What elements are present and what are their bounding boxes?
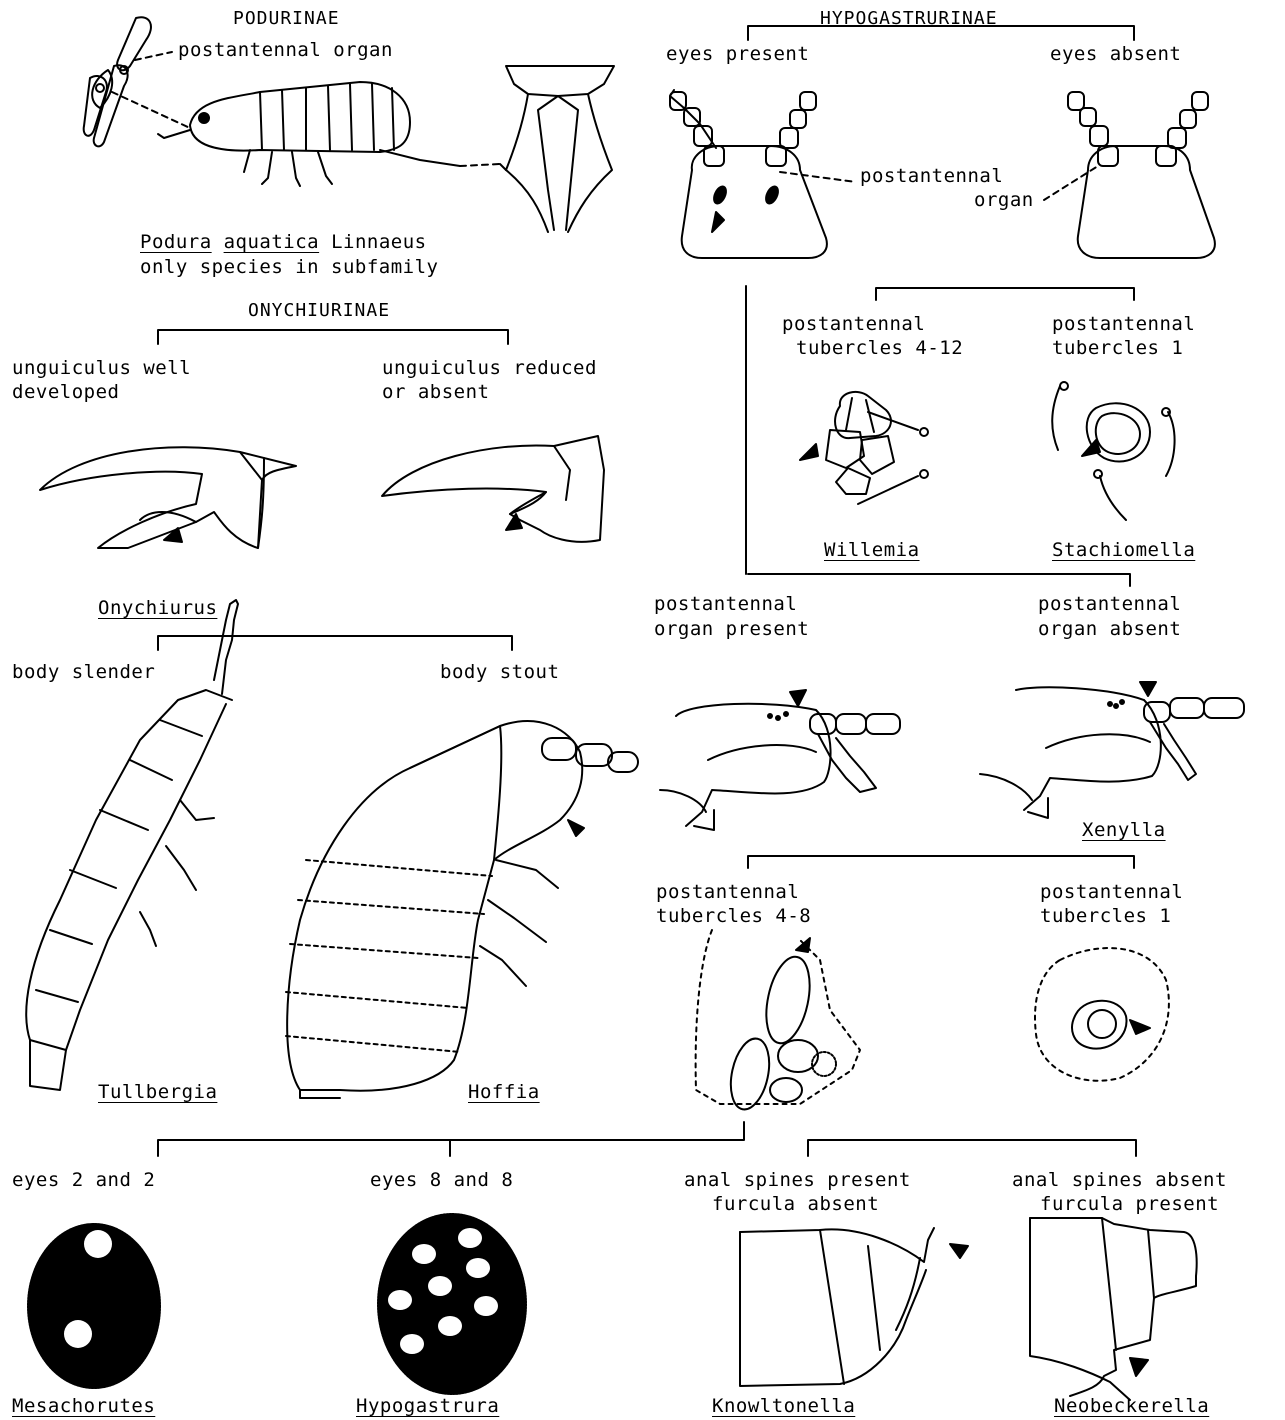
- organ-absent-line1: postantennal: [1038, 592, 1181, 617]
- neobeckerella-abdomen: [1030, 1218, 1197, 1400]
- postantennal-pointer: [1044, 166, 1098, 200]
- tubercles-bracket: [876, 288, 1134, 300]
- eyes-2-label: eyes 2 and 2: [12, 1168, 155, 1193]
- podura-furcula: [500, 66, 614, 232]
- knowltonella-abdomen: [740, 1228, 968, 1386]
- onychiurinae-heading: ONYCHIURINAE: [248, 298, 390, 323]
- head-postantennal-organ-absent: [980, 682, 1244, 818]
- tubercles-4-8-line2: tubercles 4-8: [656, 904, 811, 929]
- hoffia-body: [286, 721, 638, 1098]
- podura-pointer-line: [135, 52, 172, 60]
- podura-pointer-line: [112, 92, 190, 128]
- anal-spines-absent-line1: anal spines absent: [1012, 1168, 1227, 1193]
- unguiculus-well-line2: developed: [12, 380, 119, 405]
- organ-label: organ: [974, 188, 1034, 213]
- anal-spines-present-line1: anal spines present: [684, 1168, 911, 1193]
- species-epithet: aquatica: [224, 231, 320, 253]
- unguiculus-reduced-claw: [382, 436, 604, 542]
- hypogastrurinae-heading: HYPOGASTRURINAE: [820, 6, 998, 31]
- organ-absent-line2: organ absent: [1038, 617, 1181, 642]
- postantennal-pointer: [780, 172, 856, 182]
- tubercles-4-8-bracket: [748, 856, 1134, 868]
- podura-pointer-line: [460, 164, 500, 166]
- genus-name: Podura: [140, 231, 212, 253]
- tullbergia-genus: Tullbergia: [98, 1080, 217, 1105]
- eye-patch-2-and-2: [28, 1224, 160, 1388]
- eyes-8-label: eyes 8 and 8: [370, 1168, 513, 1193]
- unguiculus-well-line1: unguiculus well: [12, 356, 191, 381]
- xenylla-genus: Xenylla: [1082, 818, 1166, 843]
- eyes-bracket: [158, 1122, 744, 1156]
- willemia-genus: Willemia: [824, 538, 920, 563]
- organ-present-line1: postantennal: [654, 592, 797, 617]
- tubercles-1b-line1: postantennal: [1040, 880, 1183, 905]
- tubercles-1-line1: postantennal: [1052, 312, 1195, 337]
- knowltonella-genus: Knowltonella: [712, 1394, 855, 1419]
- onychiurinae-bracket: [158, 330, 508, 344]
- head-eyes-absent: [1068, 92, 1215, 258]
- postantennal-organ-label: postantennal organ: [178, 38, 393, 63]
- stachiomella-genus: Stachiomella: [1052, 538, 1195, 563]
- unguiculus-reduced-line2: or absent: [382, 380, 489, 405]
- podurinae-heading: PODURINAE: [233, 6, 340, 31]
- podura-body: [158, 82, 460, 186]
- tubercles-4-8-line1: postantennal: [656, 880, 799, 905]
- eyes-present-label: eyes present: [666, 42, 809, 67]
- postantennal-label: postantennal: [860, 164, 1003, 189]
- subfamily-note: only species in subfamily: [140, 255, 438, 280]
- podura-species-name: Podura aquatica Linnaeus: [140, 230, 427, 255]
- tubercles-4-8: [696, 930, 860, 1113]
- anal-spines-bracket: [808, 1140, 1136, 1156]
- tubercles-1b-line2: tubercles 1: [1040, 904, 1171, 929]
- head-postantennal-organ-present: [660, 690, 900, 830]
- hypogastrura-genus: Hypogastrura: [356, 1394, 499, 1419]
- organ-present-line2: organ present: [654, 617, 809, 642]
- eyes-absent-label: eyes absent: [1050, 42, 1181, 67]
- neobeckerella-genus: Neobeckerella: [1054, 1394, 1209, 1419]
- species-author: Linnaeus: [331, 231, 427, 253]
- unguiculus-well-developed-claw: [40, 447, 296, 548]
- mesachorutes-genus: Mesachorutes: [12, 1394, 155, 1419]
- hoffia-genus: Hoffia: [468, 1080, 540, 1105]
- unguiculus-reduced-line1: unguiculus reduced: [382, 356, 597, 381]
- body-shape-bracket: [158, 636, 512, 650]
- stachiomella-tubercle: [1052, 382, 1174, 520]
- tubercles-4-12-line1: postantennal: [782, 312, 925, 337]
- tubercles-1-line2: tubercles 1: [1052, 336, 1183, 361]
- body-slender-label: body slender: [12, 660, 155, 685]
- onychiurus-genus: Onychiurus: [98, 596, 217, 621]
- willemia-tubercles: [800, 392, 928, 504]
- anal-spines-present-line2: furcula absent: [712, 1192, 879, 1217]
- eye-patch-8-and-8: [378, 1214, 526, 1394]
- head-eyes-present: [670, 90, 827, 258]
- tubercles-4-12-line2: tubercles 4-12: [796, 336, 963, 361]
- anal-spines-absent-line2: furcula present: [1040, 1192, 1219, 1217]
- tubercle-1: [1035, 948, 1169, 1081]
- podura-postantennal-organ-detail: [84, 17, 151, 146]
- body-stout-label: body stout: [440, 660, 559, 685]
- postantennal-organ-bracket: [748, 574, 1130, 586]
